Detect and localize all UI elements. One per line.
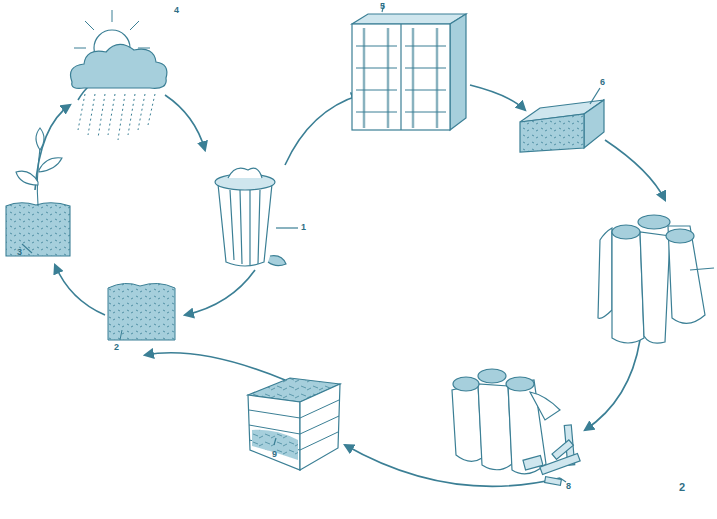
callout-number: 2 — [114, 343, 119, 352]
callout-number: 9 — [272, 450, 277, 459]
callout-number: 8 — [566, 482, 571, 491]
callout-number: 4 — [174, 6, 179, 15]
callout-number: 5 — [380, 2, 385, 11]
callout-number: 6 — [600, 78, 605, 87]
callout-number: 1 — [301, 223, 306, 232]
page-number: 2 — [679, 482, 685, 493]
callout-number: 3 — [17, 248, 22, 257]
